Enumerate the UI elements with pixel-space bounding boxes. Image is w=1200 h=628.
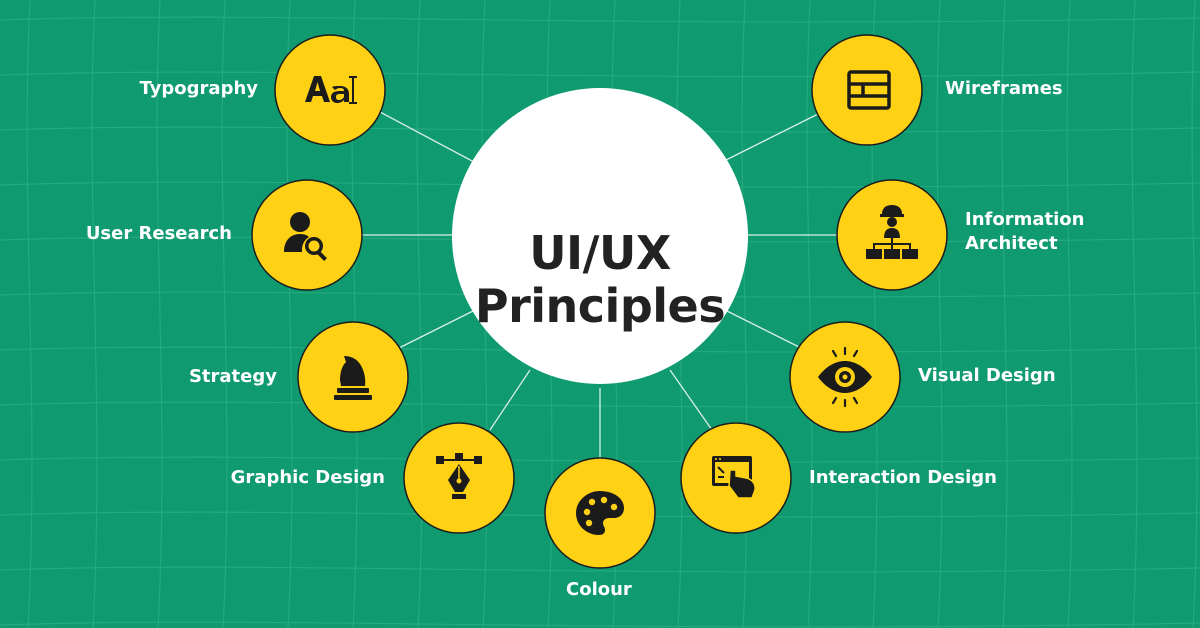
center-title: UI/UX Principles (452, 132, 748, 428)
pen-tool-icon (436, 453, 482, 499)
title-line-2: Principles (474, 279, 726, 333)
label-typography: Typography (139, 78, 258, 99)
connector-visual-design (724, 309, 806, 351)
connector-wireframes (725, 111, 823, 161)
node-typography (274, 34, 386, 146)
wireframe-icon (847, 70, 891, 110)
palette-icon (576, 491, 624, 535)
connector-graphic-design (489, 369, 531, 431)
connector-strategy (394, 309, 476, 351)
connectors (362, 111, 838, 460)
node-wireframes (811, 34, 923, 146)
click-cursor-icon (712, 456, 756, 499)
label-visual-design: Visual Design (918, 365, 1056, 386)
node-user-research (251, 179, 363, 291)
user-research-icon (284, 212, 327, 261)
connector-typography (379, 111, 475, 163)
label-colour: Colour (566, 579, 632, 600)
typography-icon (305, 76, 357, 104)
label-user-research: User Research (85, 223, 232, 244)
chess-knight-icon (334, 356, 372, 400)
label-interaction-design: Interaction Design (809, 467, 997, 488)
eye-icon (818, 346, 872, 408)
hierarchy-icon (866, 205, 918, 259)
label-information-architect: Information Architect (965, 209, 1085, 255)
center-hub (452, 88, 748, 384)
label-graphic-design: Graphic Design (230, 467, 385, 488)
title-line-1: UI/UX (529, 226, 671, 281)
label-wireframes: Wireframes (945, 78, 1063, 99)
label-strategy: Strategy (188, 366, 277, 387)
connector-interaction-design (669, 369, 713, 431)
